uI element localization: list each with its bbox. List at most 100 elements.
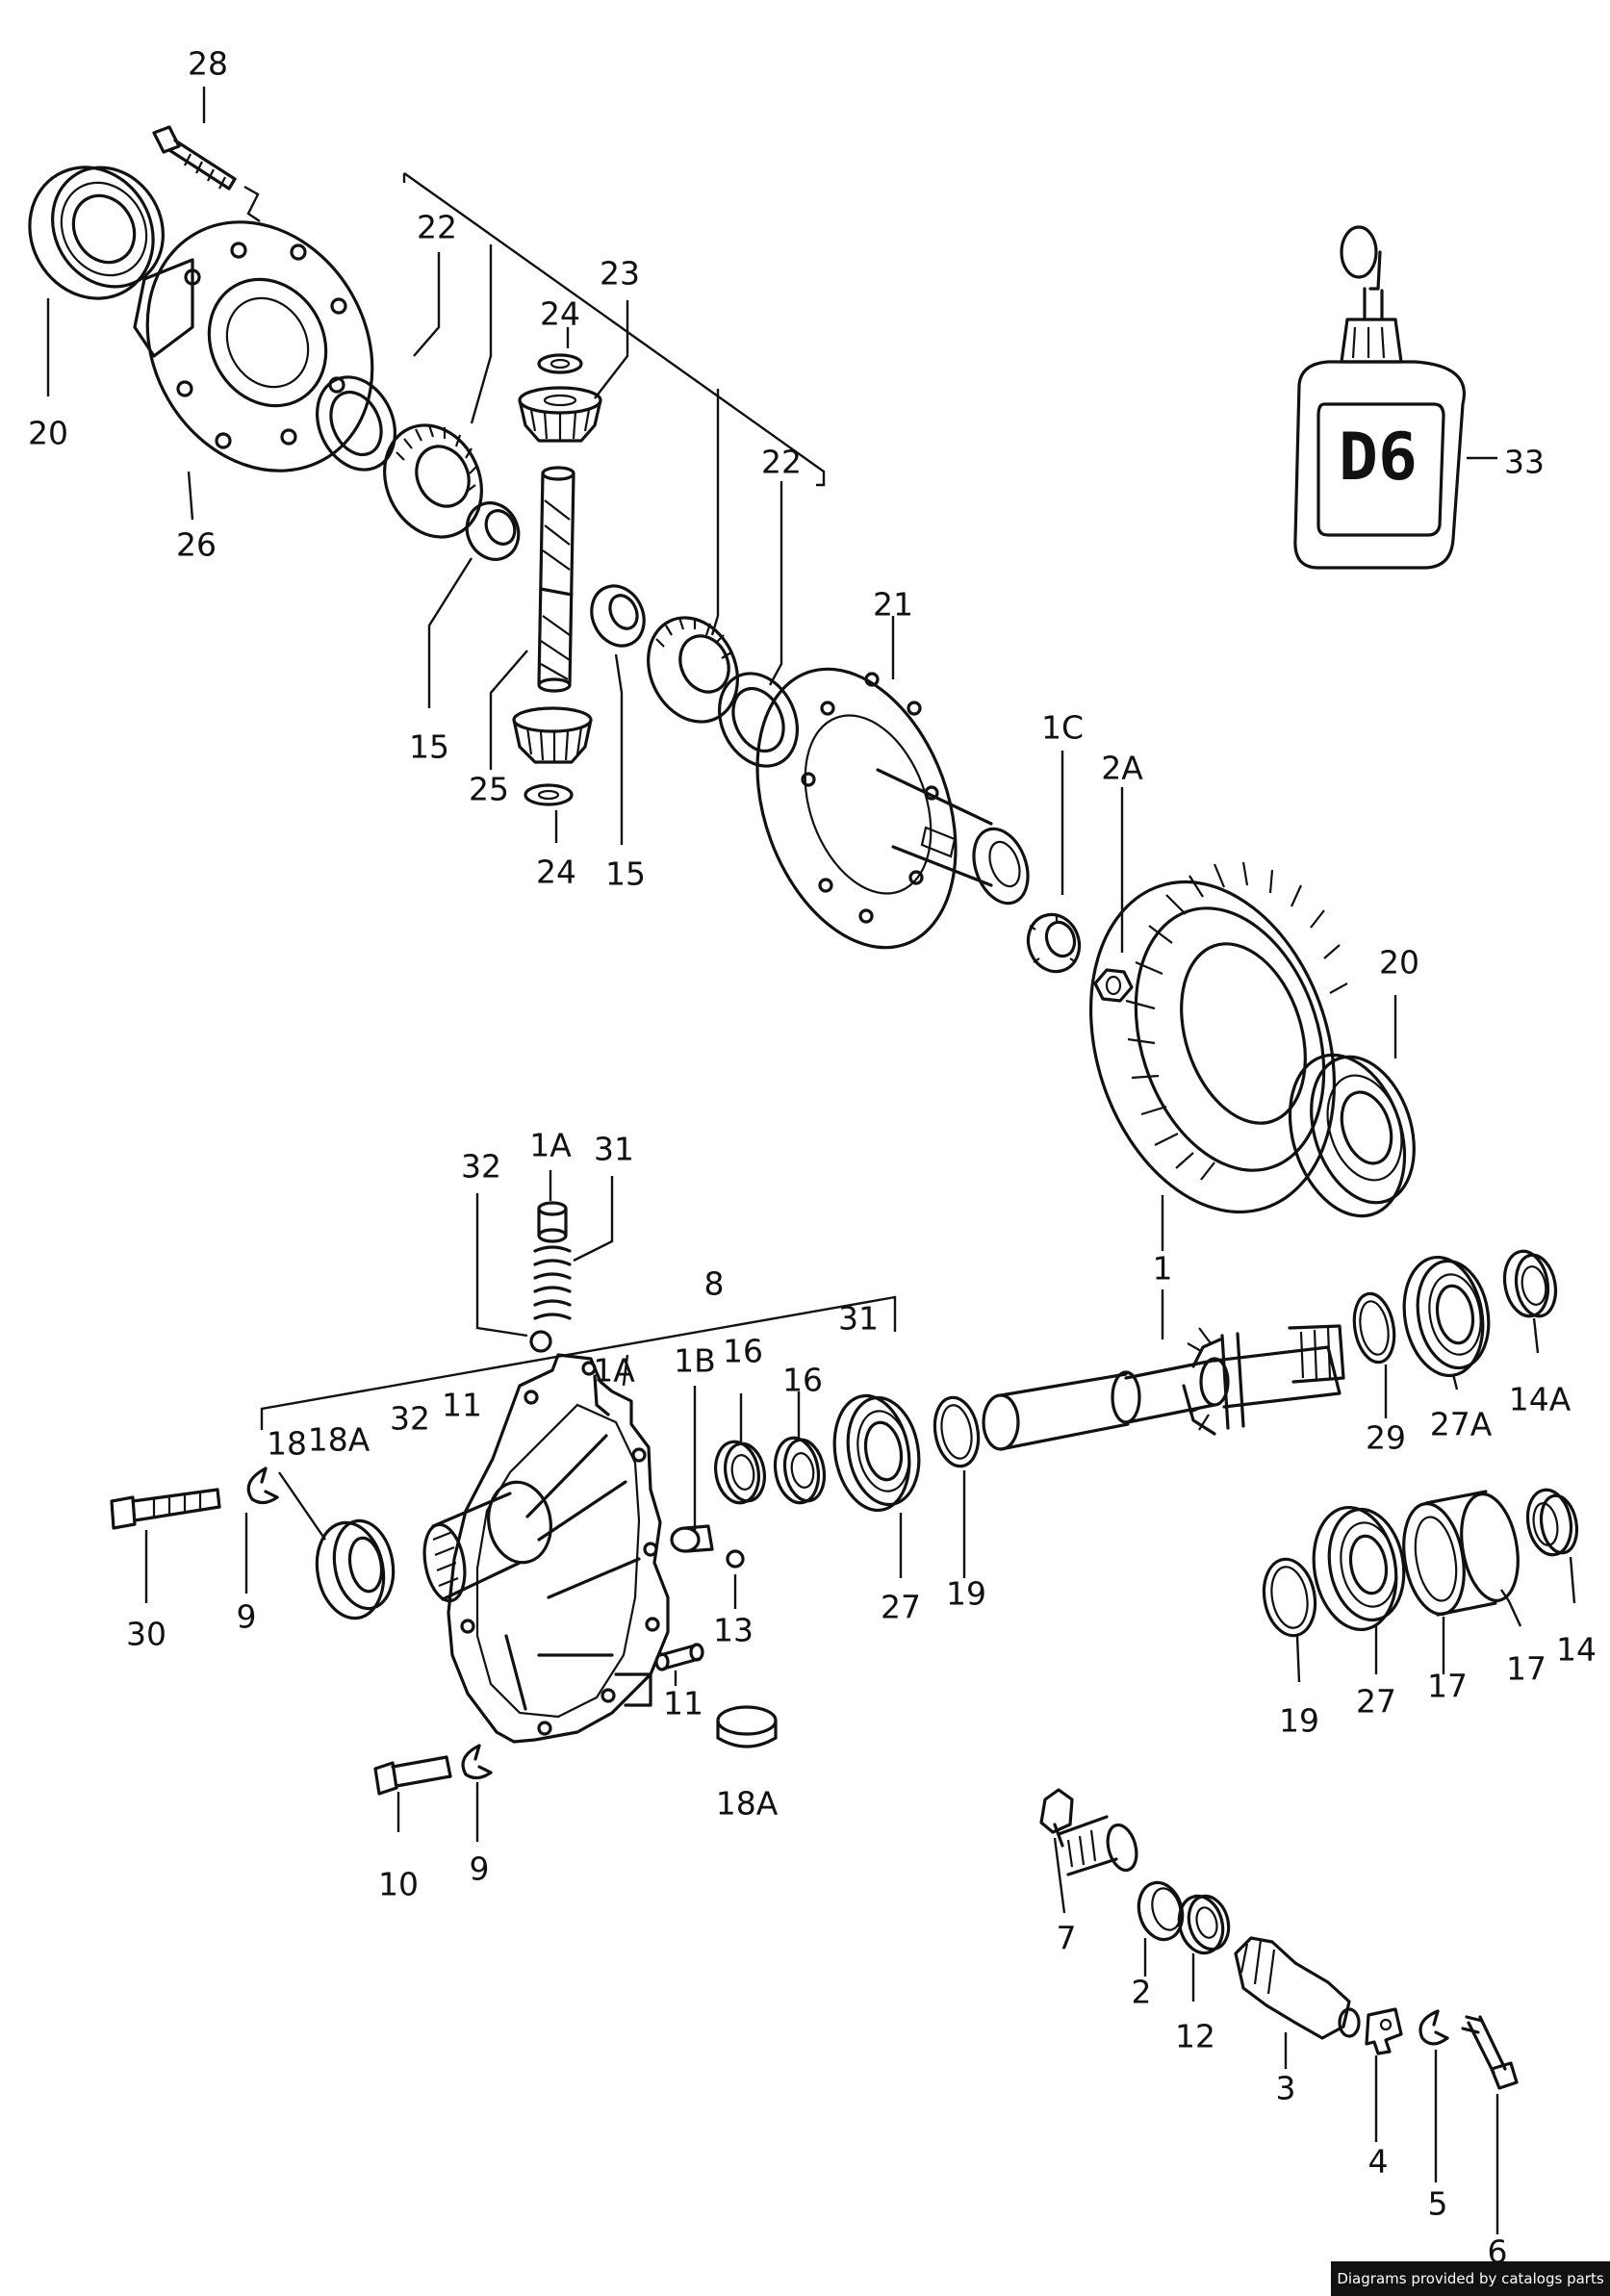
- callout-11-bottom: 11: [663, 1684, 703, 1722]
- thrust-washer-24-bottom: [524, 783, 574, 806]
- callout-16-b: 16: [782, 1361, 823, 1399]
- callout-13: 13: [713, 1611, 754, 1649]
- callout-33: 33: [1504, 443, 1545, 481]
- spring-31: [533, 1245, 572, 1320]
- callout-20-top: 20: [28, 414, 68, 452]
- bearing-carrier-8: [422, 1353, 670, 1744]
- oil-bottle-label: D6: [1339, 420, 1418, 496]
- spacer-15-left: [465, 501, 521, 561]
- callout-8: 8: [703, 1264, 725, 1303]
- plunger-1A: [537, 1201, 568, 1243]
- callout-4: 4: [1367, 2142, 1389, 2181]
- callout-15-right: 15: [605, 855, 646, 893]
- callout-19-mid: 19: [946, 1574, 986, 1613]
- oil-bottle-33: [1293, 225, 1497, 570]
- differential-cover-21: [755, 667, 1030, 950]
- differential-pinion-gear-bottom: [512, 706, 593, 764]
- ball-13: [726, 1549, 745, 1569]
- sleeve-17: [1402, 1490, 1520, 1617]
- callout-15-left: 15: [409, 727, 449, 766]
- callout-27A: 27A: [1429, 1405, 1493, 1443]
- callout-16-a: 16: [723, 1332, 763, 1370]
- lock-washer-9-left: [246, 1467, 279, 1505]
- callout-30: 30: [126, 1615, 166, 1653]
- differential-housing-26: [133, 220, 374, 472]
- shim-19-mid: [933, 1395, 981, 1468]
- bolt-28: [152, 125, 237, 191]
- plug-18A: [716, 1705, 778, 1748]
- ball-32: [529, 1330, 552, 1353]
- pinion-shaft-25: [537, 466, 575, 693]
- callout-17-a: 17: [1427, 1667, 1468, 1705]
- locking-ring-14: [1525, 1488, 1579, 1557]
- seal-12: [1177, 1894, 1231, 1955]
- tapered-roller-bearing-27A: [1402, 1255, 1491, 1378]
- bearing-race-14A: [1502, 1249, 1558, 1318]
- thrust-washer-22-left: [315, 375, 397, 472]
- callout-23: 23: [600, 254, 640, 293]
- shim-29: [1352, 1291, 1396, 1365]
- thrust-washer-24-top: [537, 353, 583, 374]
- callout-18: 18: [267, 1424, 307, 1463]
- callout-2: 2: [1131, 1973, 1152, 2011]
- callout-24-top: 24: [540, 294, 580, 333]
- differential-pinion-gear-top: [518, 386, 602, 443]
- callout-31-mid: 31: [838, 1299, 879, 1338]
- callout-1C: 1C: [1040, 708, 1085, 747]
- callout-14: 14: [1556, 1630, 1597, 1669]
- callout-32-top: 32: [461, 1147, 501, 1186]
- leader-lines: [46, 87, 1576, 2234]
- spacer-1C: [1026, 912, 1082, 974]
- callout-9-left: 9: [236, 1597, 257, 1636]
- bolt-10: [373, 1755, 452, 1796]
- spacer-15-right: [590, 584, 646, 648]
- bolt-6: [1461, 2015, 1519, 2090]
- callout-25: 25: [469, 770, 509, 808]
- tapered-roller-bearing-20-top: [28, 166, 165, 300]
- callout-27-mid: 27: [881, 1588, 921, 1626]
- callout-7: 7: [1056, 1919, 1077, 1957]
- speedometer-drive-housing-3: [1234, 1936, 1361, 2040]
- drive-pinion-shaft-1: [982, 1324, 1345, 1451]
- lock-washer-9-bottom: [461, 1744, 493, 1780]
- callout-1: 1: [1152, 1249, 1173, 1288]
- side-gear-left: [383, 423, 483, 539]
- tapered-roller-bearing-20-right: [1288, 1053, 1416, 1218]
- callout-11-top: 11: [442, 1386, 482, 1424]
- callout-14A: 14A: [1508, 1380, 1572, 1418]
- oil-seal-16-a: [714, 1440, 766, 1505]
- shim-19-right: [1262, 1557, 1317, 1638]
- oil-seal-18: [315, 1518, 396, 1620]
- callout-31-top: 31: [594, 1130, 634, 1168]
- callout-17-b: 17: [1506, 1649, 1546, 1688]
- callout-26: 26: [176, 525, 217, 564]
- callout-22-right: 22: [761, 443, 802, 481]
- oil-seal-16-b: [773, 1436, 827, 1505]
- tapered-roller-bearing-27-mid: [832, 1393, 921, 1513]
- plunger-1B: [670, 1524, 714, 1553]
- pin-11: [654, 1643, 704, 1671]
- speedometer-drive-gear-7: [1039, 1788, 1138, 1876]
- callout-1A-mid: 1A: [593, 1351, 635, 1390]
- callout-21: 21: [873, 585, 913, 624]
- thrust-washer-22-right: [717, 672, 800, 768]
- callout-1B: 1B: [674, 1341, 716, 1380]
- callout-10: 10: [378, 1865, 419, 1903]
- callout-6: 6: [1487, 2232, 1508, 2271]
- callout-28: 28: [188, 44, 228, 83]
- callout-27-right: 27: [1356, 1682, 1396, 1721]
- ring-gear: [1088, 861, 1348, 1214]
- callout-32-mid: 32: [390, 1399, 430, 1438]
- callout-29: 29: [1366, 1418, 1406, 1457]
- callout-3: 3: [1275, 2069, 1296, 2107]
- clamp-4: [1365, 2007, 1403, 2055]
- washer-5: [1418, 2009, 1449, 2046]
- callout-12: 12: [1175, 2017, 1215, 2055]
- callout-22-left: 22: [417, 208, 457, 246]
- callout-24-bottom: 24: [536, 853, 576, 891]
- callout-9-bottom: 9: [469, 1850, 490, 1888]
- tapered-roller-bearing-27-right: [1312, 1505, 1406, 1632]
- callout-1A-top: 1A: [529, 1126, 572, 1164]
